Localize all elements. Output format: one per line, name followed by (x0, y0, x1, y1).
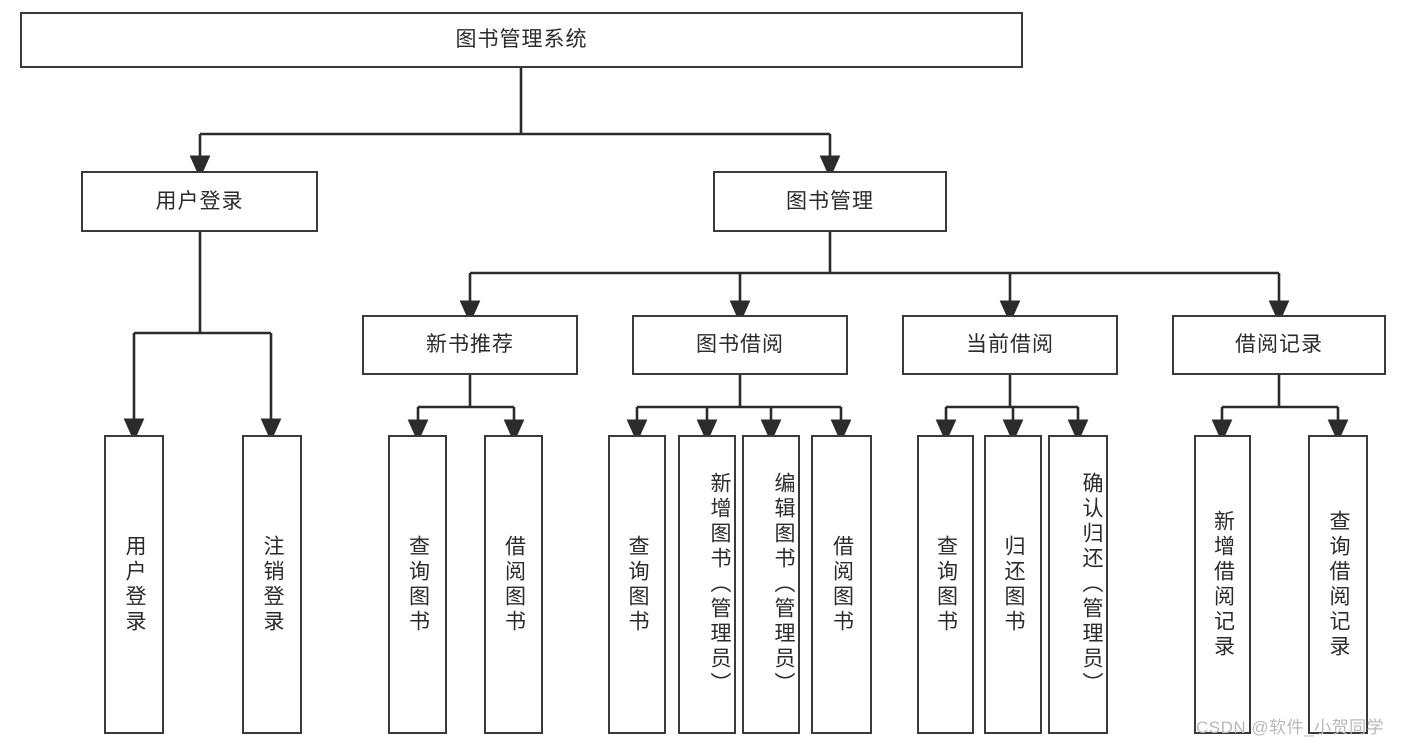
leaf-book-borrow-query[interactable]: 查询图书 (608, 435, 666, 734)
leaf-new-book-query[interactable]: 查询图书 (388, 435, 447, 734)
leaf-borrow-record-add-label: 新增借阅记录 (1211, 509, 1235, 660)
leaf-borrow-record-query-label: 查询借阅记录 (1327, 509, 1350, 660)
leaf-borrow-record-query[interactable]: 查询借阅记录 (1308, 435, 1368, 734)
node-book-borrow-label: 图书借阅 (696, 333, 784, 357)
node-new-book-recommend[interactable]: 新书推荐 (362, 315, 578, 375)
leaf-current-borrow-return[interactable]: 归还图书 (984, 435, 1042, 734)
node-book-borrow[interactable]: 图书借阅 (632, 315, 848, 375)
node-borrow-record[interactable]: 借阅记录 (1172, 315, 1386, 375)
leaf-current-borrow-query[interactable]: 查询图书 (917, 435, 974, 734)
leaf-current-borrow-confirm-label: 确认归还（管理员） (1080, 472, 1103, 697)
leaf-book-borrow-lend-label: 借阅图书 (830, 534, 854, 635)
node-book-management-label: 图书管理 (786, 189, 874, 213)
leaf-book-borrow-query-label: 查询图书 (626, 534, 649, 635)
leaf-current-borrow-query-label: 查询图书 (934, 534, 958, 635)
leaf-new-book-borrow-label: 借阅图书 (502, 534, 526, 635)
leaf-user-login-signout-label: 注销登录 (261, 534, 284, 635)
node-book-management[interactable]: 图书管理 (713, 171, 947, 232)
leaf-book-borrow-add-label: 新增图书（管理员） (708, 472, 731, 697)
leaf-user-login-signin-label: 用户登录 (123, 534, 146, 635)
node-root-system[interactable]: 图书管理系统 (20, 12, 1023, 68)
node-borrow-record-label: 借阅记录 (1235, 333, 1323, 357)
node-user-login[interactable]: 用户登录 (81, 171, 318, 232)
node-user-login-label: 用户登录 (155, 189, 244, 213)
leaf-book-borrow-edit-label: 编辑图书（管理员） (772, 472, 795, 697)
leaf-book-borrow-add[interactable]: 新增图书（管理员） (678, 435, 736, 734)
leaf-user-login-signout[interactable]: 注销登录 (242, 435, 302, 734)
leaf-current-borrow-return-label: 归还图书 (1002, 534, 1025, 635)
node-new-book-recommend-label: 新书推荐 (426, 333, 514, 357)
leaf-current-borrow-confirm[interactable]: 确认归还（管理员） (1048, 435, 1108, 734)
node-current-borrow[interactable]: 当前借阅 (902, 315, 1118, 375)
leaf-new-book-query-label: 查询图书 (406, 534, 430, 635)
leaf-user-login-signin[interactable]: 用户登录 (104, 435, 164, 734)
node-current-borrow-label: 当前借阅 (966, 333, 1054, 357)
leaf-new-book-borrow[interactable]: 借阅图书 (484, 435, 543, 734)
leaf-book-borrow-lend[interactable]: 借阅图书 (811, 435, 872, 734)
leaf-borrow-record-add[interactable]: 新增借阅记录 (1194, 435, 1251, 734)
leaf-book-borrow-edit[interactable]: 编辑图书（管理员） (742, 435, 800, 734)
node-root-label: 图书管理系统 (455, 28, 588, 52)
